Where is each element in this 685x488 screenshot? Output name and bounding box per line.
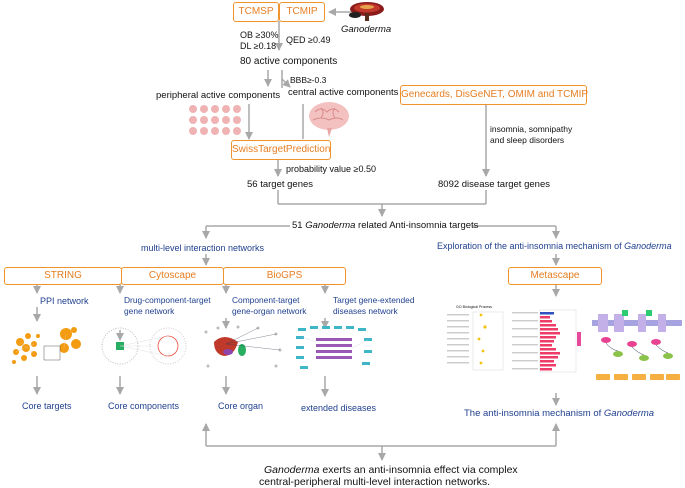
go-dot-plot-image [445, 304, 505, 380]
ganoderma-label: Ganoderma [341, 24, 392, 35]
qed-filter: QED ≥0.49 [286, 35, 331, 45]
disease-databases-box: Genecards, DisGeNET, OMIM and TCMIP [400, 85, 588, 105]
go-bar-chart-image [510, 304, 582, 380]
active-components: 80 active components [240, 56, 338, 67]
drug-network-label-1: Drug-component-target [124, 295, 211, 305]
core-components-label: Core components [108, 401, 180, 411]
organ-network-image [198, 322, 286, 376]
core-organ-label: Core organ [218, 401, 264, 411]
disease-target-genes: 8092 disease target genes [438, 179, 550, 190]
peripheral-label: peripheral active components [156, 90, 281, 101]
organ-network-label-2: gene-organ network [232, 306, 307, 316]
organ-icons-grid [187, 104, 245, 142]
tcmsp-box: TCMSP [233, 2, 279, 22]
anti-insomnia-targets: 51 Ganoderma related Anti-insomnia targe… [292, 220, 478, 231]
multilevel-networks-label: multi-level interaction networks [141, 243, 265, 253]
anti-targets-suffix: related Anti-insomnia targets [355, 220, 479, 231]
exploration-herb: Ganoderma [624, 241, 672, 251]
ppi-network-label: PPI network [40, 296, 89, 306]
extended-diseases-label: extended diseases [301, 403, 377, 413]
conclusion-herb: Ganoderma [264, 464, 320, 476]
ppi-network-image [6, 322, 86, 374]
string-box: STRING [4, 267, 122, 285]
mechanism-prefix: The anti-insomnia mechanism of [464, 408, 604, 419]
mechanism-label: The anti-insomnia mechanism of Ganoderma [464, 408, 654, 419]
brain-image [307, 100, 351, 138]
exploration-prefix: Exploration of the anti-insomnia mechani… [437, 241, 625, 251]
dl-filter: DL ≥0.18 [240, 41, 277, 51]
disease-network-label-1: Target gene-extended [333, 295, 415, 305]
conclusion-line-1: Ganoderma exerts an anti-insomnia effect… [264, 464, 518, 476]
target-genes: 56 target genes [247, 179, 314, 190]
ganoderma-mushroom-image [347, 0, 387, 22]
disease-network-label-2: diseases network [333, 306, 398, 316]
conclusion-line-1-rest: exerts an anti-insomnia effect via compl… [319, 464, 518, 476]
conclusion-line-2: central-peripheral multi-level interacti… [259, 476, 491, 488]
ob-filter: OB ≥30% [240, 30, 279, 40]
bbb-filter: BBB≥-0.3 [290, 75, 327, 85]
go-plot-title: GO Biological Process [456, 305, 492, 309]
disorders-line-2: and sleep disorders [490, 135, 565, 145]
metascape-box: Metascape [508, 267, 602, 285]
probability-filter: probability value ≥0.50 [286, 164, 376, 174]
exploration-label: Exploration of the anti-insomnia mechani… [437, 241, 672, 252]
drug-network-label-2: gene network [124, 306, 175, 316]
anti-targets-prefix: 51 [292, 220, 306, 231]
mechanism-herb: Ganoderma [603, 408, 655, 419]
core-targets-label: Core targets [22, 401, 72, 411]
disease-network-image [292, 322, 378, 376]
central-label: central active components [288, 87, 399, 98]
swiss-target-prediction-box: SwissTargetPrediction [231, 140, 331, 160]
anti-targets-herb: Ganoderma [305, 220, 356, 231]
pathway-diagram-image [592, 304, 682, 386]
biogps-box: BioGPS [223, 267, 346, 285]
organ-network-label-1: Component-target [232, 295, 300, 305]
cytoscape-box: Cytoscape [121, 267, 224, 285]
disorders-line-1: insomnia, somnipathy [490, 124, 573, 134]
drug-component-network-image [92, 322, 190, 374]
tcmip-box: TCMIP [279, 2, 325, 22]
